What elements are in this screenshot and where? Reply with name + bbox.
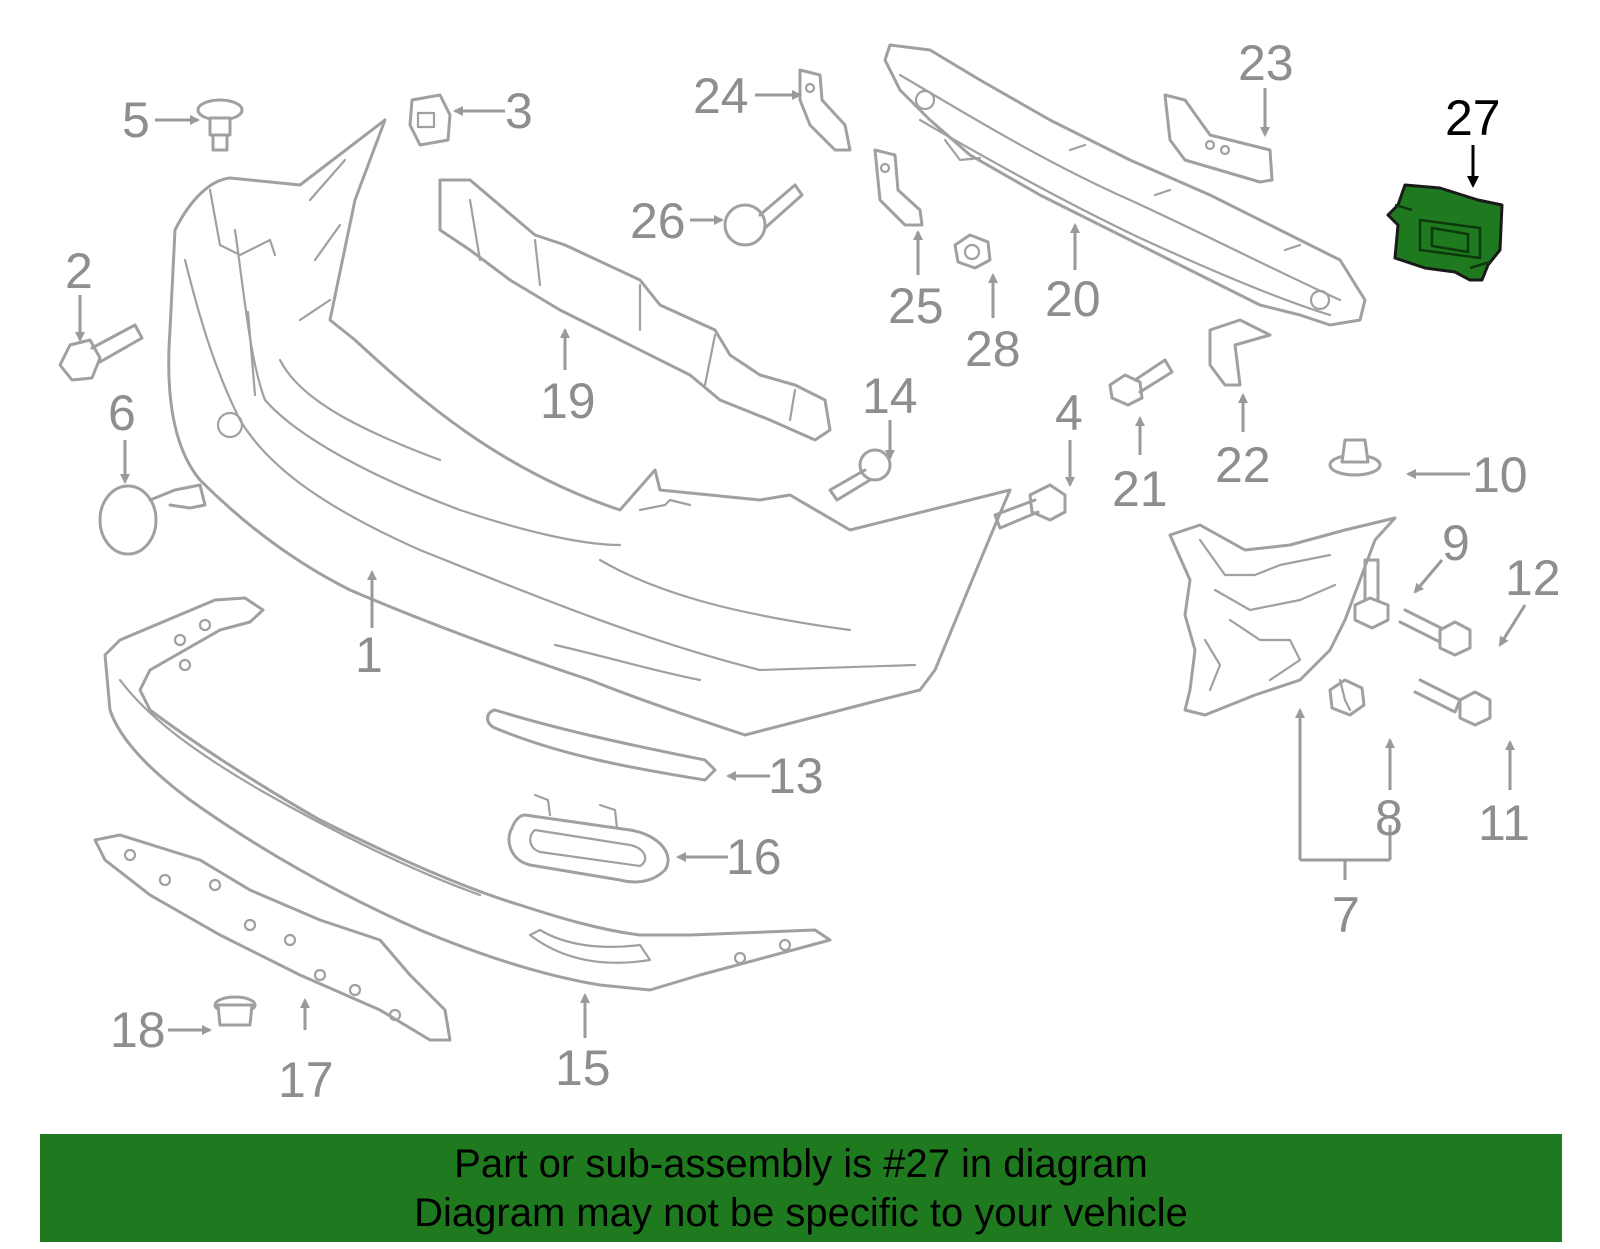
part-11-bolt[interactable] [1413, 678, 1492, 727]
svg-text:25: 25 [888, 278, 944, 334]
callout-22[interactable]: 22 [1215, 393, 1271, 493]
part-6-tow-hook-cap[interactable] [98, 483, 207, 556]
callout-20[interactable]: 20 [1045, 223, 1101, 327]
svg-text:7: 7 [1332, 887, 1360, 943]
callout-9[interactable]: 9 [1413, 515, 1470, 594]
part-5-screw[interactable] [196, 98, 244, 152]
callout-5[interactable]: 5 [122, 92, 200, 148]
part-20-reinforcement-bar[interactable] [883, 43, 1367, 327]
part-28-nut[interactable] [953, 233, 992, 270]
part-2-bolt[interactable] [58, 323, 144, 382]
part-21-bolt[interactable] [1108, 358, 1174, 407]
part-4-bolt[interactable] [993, 483, 1067, 530]
callout-23[interactable]: 23 [1238, 35, 1294, 137]
svg-text:26: 26 [630, 193, 686, 249]
callout-7[interactable]: 7 [1295, 708, 1392, 943]
svg-text:24: 24 [693, 68, 749, 124]
part-16-exhaust-finisher[interactable] [507, 793, 670, 884]
banner-line-disclaimer: Diagram may not be specific to your vehi… [414, 1191, 1188, 1235]
svg-text:20: 20 [1045, 271, 1101, 327]
svg-text:18: 18 [110, 1002, 166, 1058]
callout-21[interactable]: 21 [1112, 416, 1168, 517]
parts-diagram: 1 2 3 4 5 6 7 8 9 10 11 [58, 35, 1561, 1108]
svg-text:23: 23 [1238, 35, 1294, 91]
info-banner: Part or sub-assembly is #27 in diagram D… [40, 1134, 1562, 1242]
svg-text:1: 1 [355, 627, 383, 683]
part-22-bracket[interactable] [1208, 318, 1272, 387]
part-12-bolt[interactable] [1398, 608, 1472, 657]
callout-26[interactable]: 26 [630, 193, 724, 249]
callout-14[interactable]: 14 [862, 368, 918, 460]
svg-text:9: 9 [1442, 515, 1470, 571]
svg-text:16: 16 [726, 829, 782, 885]
svg-text:17: 17 [278, 1052, 334, 1108]
svg-text:5: 5 [122, 92, 150, 148]
svg-text:6: 6 [108, 385, 136, 441]
part-18-nut[interactable] [213, 995, 257, 1027]
part-26-screw[interactable] [723, 183, 804, 247]
svg-text:13: 13 [768, 748, 824, 804]
svg-text:27: 27 [1445, 90, 1501, 146]
callout-17[interactable]: 17 [278, 998, 334, 1108]
banner-line-part-number: Part or sub-assembly is #27 in diagram [454, 1142, 1148, 1186]
parts-diagram-svg: 1 2 3 4 5 6 7 8 9 10 11 [58, 35, 1561, 1108]
svg-text:4: 4 [1055, 385, 1083, 441]
callout-25[interactable]: 25 [888, 230, 944, 334]
svg-text:21: 21 [1112, 461, 1168, 517]
svg-text:10: 10 [1472, 447, 1528, 503]
callout-8[interactable]: 8 [1375, 738, 1403, 846]
part-13-trim-strip[interactable] [486, 708, 717, 782]
svg-text:22: 22 [1215, 437, 1271, 493]
svg-text:2: 2 [65, 243, 93, 299]
callout-13[interactable]: 13 [726, 748, 824, 804]
part-24-bracket[interactable] [798, 68, 852, 152]
part-17-lower-trim[interactable] [93, 833, 452, 1042]
part-23-bracket[interactable] [1163, 93, 1274, 184]
svg-text:8: 8 [1375, 790, 1403, 846]
part-25-bracket[interactable] [873, 148, 924, 227]
part-14-screw[interactable] [828, 448, 892, 502]
svg-text:28: 28 [965, 321, 1021, 377]
svg-text:11: 11 [1478, 795, 1530, 851]
svg-text:3: 3 [505, 83, 533, 139]
part-9-bolt[interactable] [1353, 558, 1390, 630]
part-7-side-bracket[interactable] [1168, 516, 1397, 717]
callout-4[interactable]: 4 [1055, 385, 1083, 487]
callout-16[interactable]: 16 [676, 829, 782, 885]
svg-text:15: 15 [555, 1040, 611, 1096]
callout-2[interactable]: 2 [65, 243, 93, 342]
callout-6[interactable]: 6 [108, 385, 136, 484]
callout-19[interactable]: 19 [540, 328, 596, 429]
part-15-lower-valance[interactable] [103, 596, 832, 992]
callout-18[interactable]: 18 [110, 1002, 212, 1058]
callout-10[interactable]: 10 [1406, 447, 1528, 503]
callout-3[interactable]: 3 [453, 83, 533, 139]
callout-11[interactable]: 11 [1478, 740, 1530, 851]
svg-text:14: 14 [862, 368, 918, 424]
callout-27[interactable]: 27 [1445, 90, 1501, 188]
callout-28[interactable]: 28 [965, 273, 1021, 377]
callout-24[interactable]: 24 [693, 68, 802, 124]
part-27-module-highlighted[interactable] [1386, 183, 1504, 282]
callout-1[interactable]: 1 [355, 570, 383, 683]
svg-text:12: 12 [1505, 550, 1561, 606]
part-10-clip[interactable] [1328, 438, 1382, 477]
callout-12[interactable]: 12 [1498, 550, 1561, 647]
part-1-bumper-cover[interactable] [167, 118, 1012, 737]
part-19-energy-absorber[interactable] [438, 178, 832, 442]
part-8-bolt[interactable] [1328, 678, 1366, 717]
part-3-clip[interactable] [408, 93, 452, 147]
svg-text:19: 19 [540, 373, 596, 429]
callout-15[interactable]: 15 [555, 993, 611, 1096]
